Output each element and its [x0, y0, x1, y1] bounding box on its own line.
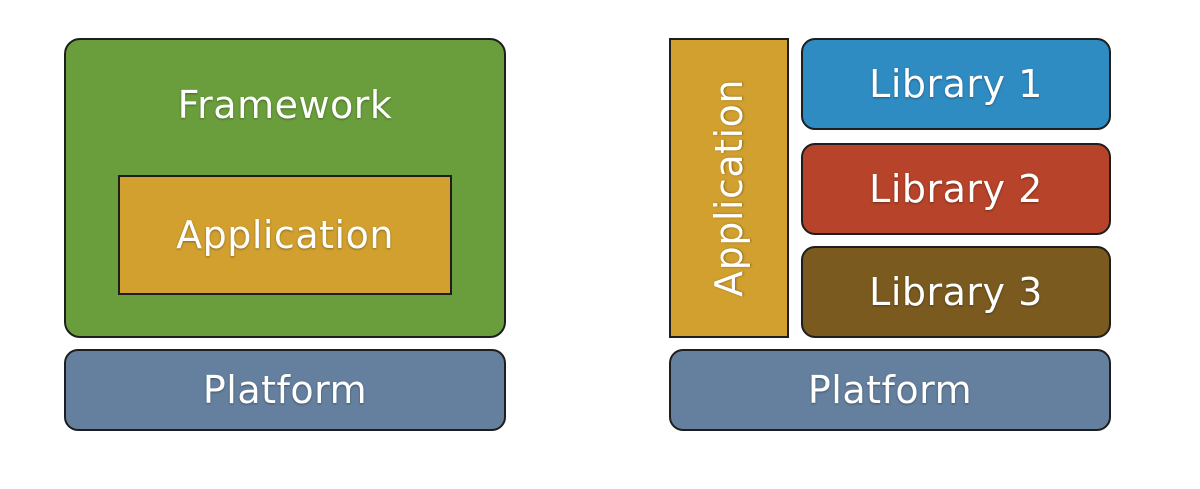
platform-box-right: Platform	[669, 349, 1111, 431]
platform-label-right: Platform	[807, 368, 973, 412]
library-1-label: Library 1	[869, 62, 1043, 106]
platform-label-left: Platform	[202, 368, 368, 412]
library-2-label: Library 2	[869, 167, 1043, 211]
framework-label: Framework	[177, 83, 393, 127]
library-3-label: Library 3	[869, 270, 1043, 314]
library-1-box: Library 1	[801, 38, 1111, 130]
application-label-right: Application	[707, 79, 752, 297]
application-label-left: Application	[176, 213, 394, 257]
library-2-box: Library 2	[801, 143, 1111, 235]
application-box-left: Application	[118, 175, 452, 295]
application-box-right: Application	[669, 38, 789, 338]
platform-box-left: Platform	[64, 349, 506, 431]
library-3-box: Library 3	[801, 246, 1111, 338]
